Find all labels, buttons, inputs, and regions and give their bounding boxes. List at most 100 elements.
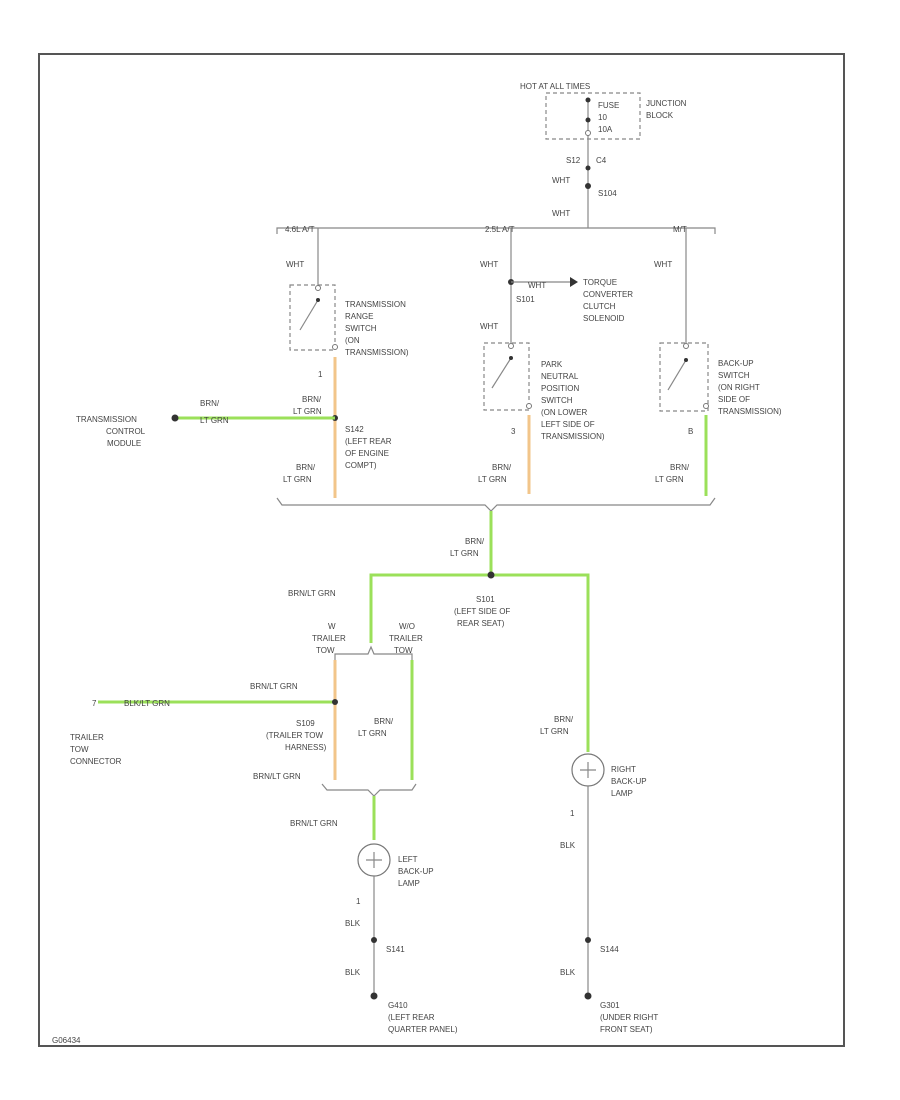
fuse-label-3: 10A [598, 125, 613, 134]
center-wire-label-1: BRN/ [465, 537, 485, 546]
splice-s142-label-3: OF ENGINE [345, 449, 389, 458]
right-lamp-pin-label: 1 [570, 809, 575, 818]
diagram-frame [38, 53, 845, 1047]
splice-s142-label-4: COMPT) [345, 461, 377, 470]
left-lamp-section: BRN/LT GRN LEFT BACK-UP LAMP 1 BLK S141 … [290, 796, 458, 1034]
ground-g301-label-2: (UNDER RIGHT [600, 1013, 658, 1022]
trailer-wire-right-2: LT GRN [358, 729, 387, 738]
branch-label-mid: 2.5L A/T [485, 225, 515, 234]
transmission-range-branch: WHT TRANSMISSION RANGE SWITCH (ON TRANSM… [76, 228, 409, 498]
tcm-label-3: MODULE [107, 439, 141, 448]
fuse-label-1: FUSE [598, 101, 619, 110]
bus-wire-label: WHT [552, 209, 570, 218]
right-lamp-label-2: BACK-UP [611, 777, 647, 786]
pnp-switch-label-4: SWITCH [541, 396, 573, 405]
trailer-conn-right-3: TOW [394, 646, 413, 655]
trailer-wire-top-label: BRN/LT GRN [250, 682, 298, 691]
trs-switch-pivot [316, 298, 320, 302]
trs-switch-box [289, 284, 336, 351]
tow-connector-label-3: CONNECTOR [70, 757, 122, 766]
backup-switch-bottom-pin [703, 403, 709, 409]
splice-s109-dot [332, 699, 338, 705]
trs-wire-upper-2: LT GRN [293, 407, 322, 416]
tow-connector-label-2: TOW [70, 745, 89, 754]
trs-feed-label: WHT [286, 260, 304, 269]
ground-g301-label-3: FRONT SEAT) [600, 1025, 653, 1034]
fuse-terminal-mid [585, 117, 591, 123]
splice-s101-mid-label: S101 [516, 295, 535, 304]
pnp-wire-lower-1: BRN/ [492, 463, 512, 472]
backup-switch-box [659, 342, 709, 412]
trailer-conn-left-3: TOW [316, 646, 335, 655]
tcm-wire-label-1: BRN/ [200, 399, 220, 408]
left-lamp-blk2-label: BLK [345, 968, 361, 977]
splice-s12-label: S12 [566, 156, 581, 165]
pnp-switch-label-3: POSITION [541, 384, 579, 393]
splice-s141-label: S141 [386, 945, 405, 954]
trs-pin-label: 1 [318, 370, 323, 379]
left-lamp-label-3: LAMP [398, 879, 420, 888]
splice-s109-label-1: S109 [296, 719, 315, 728]
center-split-wire [369, 573, 590, 752]
pnp-switch-label-5: (ON LOWER [541, 408, 587, 417]
trailer-connector-cap [334, 645, 413, 660]
splice-s104-label: S104 [598, 189, 617, 198]
right-lamp-wire-label-1: BRN/ [554, 715, 574, 724]
ground-g410-icon [370, 992, 378, 1000]
tcc-label-1: TORQUE [583, 278, 617, 287]
center-splice-label-2: (LEFT SIDE OF [454, 607, 510, 616]
figure-id: G06434 [52, 1036, 81, 1045]
center-left-wire-label: BRN/LT GRN [288, 589, 336, 598]
pnp-switch-blade [491, 357, 512, 389]
left-lamp-blk1-label: BLK [345, 919, 361, 928]
trs-switch-label-5: TRANSMISSION) [345, 348, 409, 357]
backup-switch-blade [667, 359, 687, 391]
splice-c4-label: C4 [596, 156, 607, 165]
trailer-merge-cap [321, 783, 417, 797]
tow-pin-label: 7 [92, 699, 97, 708]
trs-wire-lower-1: BRN/ [296, 463, 316, 472]
pnp-switch-label-2: NEUTRAL [541, 372, 579, 381]
ground-g301-icon [584, 992, 592, 1000]
backup-switch-label-5: TRANSMISSION) [718, 407, 782, 416]
splice-s109-label-2: (TRAILER TOW [266, 731, 323, 740]
tcc-arrow [570, 277, 578, 287]
ground-g410-label-3: QUARTER PANEL) [388, 1025, 458, 1034]
trailer-conn-right-2: TRAILER [389, 634, 423, 643]
pnp-switch-label-1: PARK [541, 360, 563, 369]
right-lamp-wire-label-2: LT GRN [540, 727, 569, 736]
ground-g410-label-1: G410 [388, 1001, 408, 1010]
power-header: HOT AT ALL TIMES [520, 82, 590, 91]
splice-s109-label-3: HARNESS) [285, 743, 327, 752]
trailer-wire-bottom-label: BRN/LT GRN [253, 772, 301, 781]
right-lamp-label-3: LAMP [611, 789, 633, 798]
trs-switch-top-pin [315, 285, 321, 291]
tow-connector-label-1: TRAILER [70, 733, 104, 742]
right-lamp-blk1-label: BLK [560, 841, 576, 850]
center-splice-label-3: REAR SEAT) [457, 619, 505, 628]
center-splice-label-1: S101 [476, 595, 495, 604]
branch-label-left: 4.6L A/T [285, 225, 315, 234]
pnp-switch-label-7: TRANSMISSION) [541, 432, 605, 441]
splice-s141-dot [371, 937, 377, 943]
lower-bus-line [276, 497, 716, 512]
splice-s142-label-2: (LEFT REAR [345, 437, 392, 446]
fuse-terminal-top [585, 97, 591, 103]
left-lamp-label-1: LEFT [398, 855, 418, 864]
trailer-tow-section: W TRAILER TOW W/O TRAILER TOW BRN/LT GRN… [70, 622, 423, 797]
top-bus: 4.6L A/T 2.5L A/T M/T [276, 225, 716, 234]
splice-s144-dot [585, 937, 591, 943]
trailer-conn-right-1: W/O [399, 622, 415, 631]
center-wire-label-2: LT GRN [450, 549, 479, 558]
right-lamp-filament [580, 762, 596, 778]
pnp-switch-label-6: LEFT SIDE OF [541, 420, 595, 429]
right-lamp-label-1: RIGHT [611, 765, 636, 774]
power-section: HOT AT ALL TIMES FUSE 10 10A JUNCTION BL… [520, 82, 687, 228]
pnp-wire-lower-2: LT GRN [478, 475, 507, 484]
backup-switch-label-1: BACK-UP [718, 359, 754, 368]
trs-switch-bottom-pin [332, 344, 338, 350]
backup-switch-label-2: SWITCH [718, 371, 750, 380]
right-lamp-blk2-label: BLK [560, 968, 576, 977]
fuse-label-2: 10 [598, 113, 607, 122]
